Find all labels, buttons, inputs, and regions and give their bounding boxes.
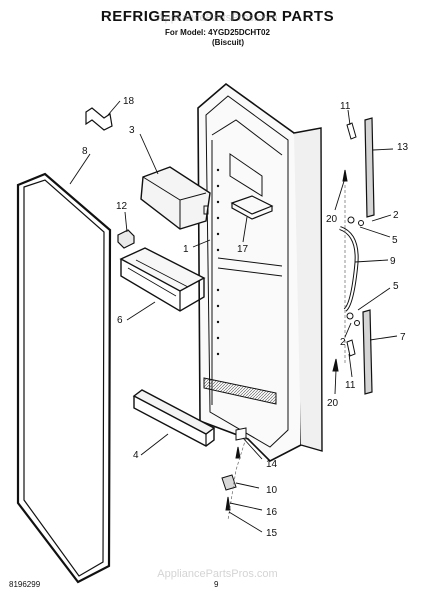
butter-bin-part: [230, 195, 274, 220]
callout-4: 4: [133, 450, 139, 461]
page-title: REFRIGERATOR DOOR PARTS: [100, 8, 335, 25]
callout-17: 17: [237, 244, 249, 255]
callout-labels: 18 3 8 12 6 4 17 1 11 13 20 2 5 9 5 7 2 …: [82, 96, 409, 539]
top-trim-part: [364, 117, 375, 218]
callout-11-bottom: 11: [345, 380, 356, 391]
callout-5-top: 5: [392, 235, 398, 246]
hardware-parts: [221, 122, 364, 511]
door-bin-part: [119, 247, 206, 312]
door-liner-part: [197, 82, 323, 462]
callout-20-top: 20: [326, 214, 338, 225]
callout-10: 10: [266, 485, 278, 496]
door-handle-part: [339, 226, 359, 312]
callout-7: 7: [400, 332, 406, 343]
callout-20-bottom: 20: [327, 398, 339, 409]
door-gasket-part: [16, 172, 112, 584]
watermark-top: AppliancePartsPros.com: [157, 12, 278, 24]
callout-18: 18: [123, 96, 135, 107]
dairy-door-part: [140, 166, 211, 230]
bottom-trim-part: [362, 309, 373, 395]
door-shelf-part: [132, 389, 216, 447]
document-number: 8196299: [9, 580, 41, 589]
callout-leaders: [69, 100, 398, 533]
callout-13: 13: [397, 142, 409, 153]
callout-1: 1: [183, 244, 189, 255]
callout-16: 16: [266, 507, 278, 518]
callout-6: 6: [117, 315, 123, 326]
model-number: For Model: 4YGD25DCHT02: [165, 28, 270, 37]
watermark-bottom: AppliancePartsPros.com: [157, 568, 278, 580]
hinge-cover-part-12: [117, 229, 135, 249]
callout-12: 12: [116, 201, 128, 212]
callout-11-top: 11: [340, 101, 351, 112]
callout-15: 15: [266, 528, 278, 539]
callout-2-top: 2: [393, 210, 399, 221]
page-number: 9: [214, 580, 219, 589]
callout-5-bottom: 5: [393, 281, 399, 292]
callout-3: 3: [129, 125, 135, 136]
model-variant: (Biscuit): [212, 38, 244, 47]
clip-part-18: [85, 107, 113, 131]
callout-2-bottom: 2: [340, 337, 346, 348]
callout-9: 9: [390, 256, 396, 267]
callout-14: 14: [266, 459, 278, 470]
door-shelf-slots: [216, 168, 220, 356]
callout-8: 8: [82, 146, 88, 157]
